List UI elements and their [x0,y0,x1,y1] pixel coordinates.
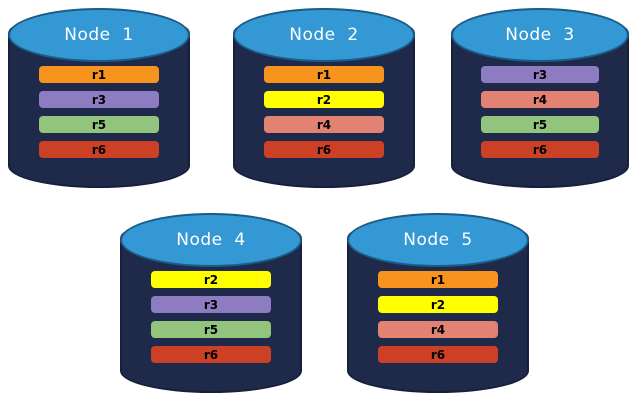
replica-bar-r4: r4 [481,91,599,108]
replica-stack: r1 r3 r5 r6 [8,66,190,158]
replica-label: r2 [430,297,446,312]
replica-bar-r6: r6 [150,346,272,363]
replica-bar-r6: r6 [377,346,499,363]
replica-label: r3 [532,67,548,82]
replica-label: r6 [316,142,332,157]
replica-bar-r4: r4 [377,321,499,338]
replica-stack: r3 r4 r5 r6 [451,66,629,158]
replica-bar-r6: r6 [263,141,385,158]
replica-bar-r6: r6 [38,141,160,158]
replica-bar-r2: r2 [263,91,385,108]
database-node-5: Node 5 r1 r2 r4 r6 [347,213,529,393]
replica-label: r5 [91,117,107,132]
replica-label: r5 [532,117,548,132]
replica-label: r1 [430,272,446,287]
replica-bar-r5: r5 [38,116,160,133]
replica-label: r6 [532,142,548,157]
node-title: Node 4 [176,230,246,250]
replica-bar-r1: r1 [377,271,499,288]
replica-label: r4 [532,92,548,107]
replica-bar-r6: r6 [481,141,599,158]
replica-bar-r4: r4 [263,116,385,133]
database-node-2: Node 2 r1 r2 r4 r6 [233,8,415,188]
database-node-4: Node 4 r2 r3 r5 r6 [120,213,302,393]
replica-label: r6 [203,347,219,362]
replica-label: r1 [91,67,107,82]
replica-label: r4 [430,322,446,337]
replica-label: r1 [316,67,332,82]
replica-stack: r2 r3 r5 r6 [120,271,302,363]
cylinder-top-ellipse [451,8,629,62]
replica-label: r6 [430,347,446,362]
replica-bar-r2: r2 [377,296,499,313]
cylinder-top-ellipse [120,213,302,267]
replica-bar-r5: r5 [150,321,272,338]
replica-label: r3 [203,297,219,312]
cylinder-top-ellipse [233,8,415,62]
replica-bar-r1: r1 [263,66,385,83]
replica-label: r3 [91,92,107,107]
replica-bar-r2: r2 [150,271,272,288]
node-title: Node 1 [64,25,134,45]
replica-bar-r1: r1 [38,66,160,83]
replica-label: r5 [203,322,219,337]
replica-stack: r1 r2 r4 r6 [347,271,529,363]
replica-label: r6 [91,142,107,157]
replica-bar-r3: r3 [481,66,599,83]
replica-label: r2 [316,92,332,107]
database-node-3: Node 3 r3 r4 r5 r6 [451,8,629,188]
replica-label: r4 [316,117,332,132]
replica-bar-r3: r3 [38,91,160,108]
replica-bar-r5: r5 [481,116,599,133]
replica-stack: r1 r2 r4 r6 [233,66,415,158]
node-title: Node 5 [403,230,473,250]
database-node-1: Node 1 r1 r3 r5 r6 [8,8,190,188]
cylinder-top-ellipse [8,8,190,62]
cylinder-top-ellipse [347,213,529,267]
replica-bar-r3: r3 [150,296,272,313]
replica-label: r2 [203,272,219,287]
node-title: Node 2 [289,25,359,45]
node-title: Node 3 [505,25,575,45]
